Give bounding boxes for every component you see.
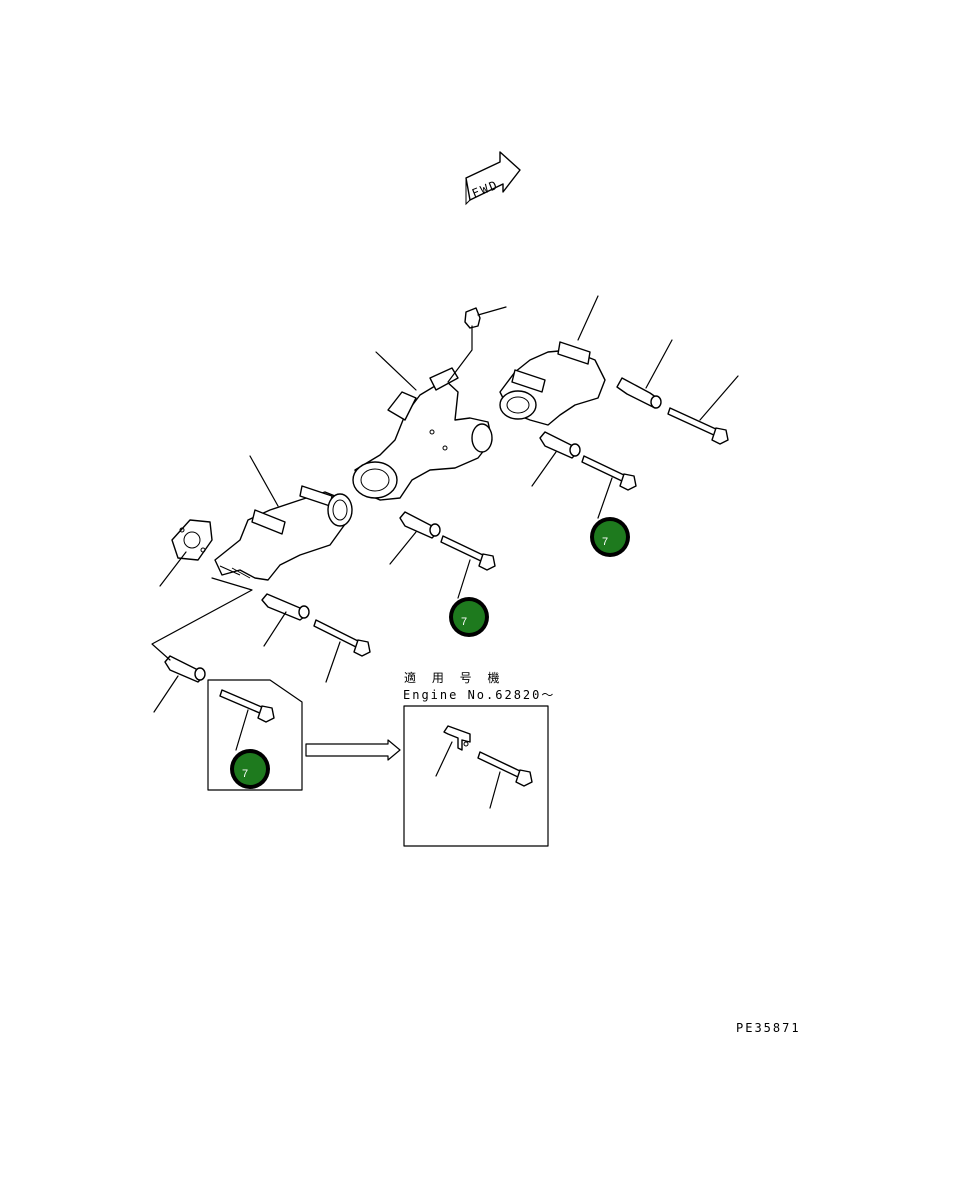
spacer-sleeve: [616, 377, 662, 409]
bolt: [219, 689, 275, 723]
drawing-code: PE35871: [736, 1021, 801, 1035]
bolt: [477, 751, 533, 787]
bolt: [581, 455, 637, 491]
badge-number: 7: [461, 616, 467, 628]
serial-note-engine: Engine No.62820～: [403, 688, 555, 702]
spacer-sleeve: [164, 655, 206, 683]
center-manifold: [352, 367, 493, 501]
spacer-sleeve: [399, 511, 441, 539]
bolt: [440, 535, 496, 571]
front-manifold: [214, 485, 353, 581]
detail-box-current: [207, 679, 303, 791]
spacer-sleeve: [261, 593, 310, 621]
plug-fitting: [447, 307, 481, 383]
reference-badge: 7: [230, 749, 270, 789]
badge-number: 7: [242, 768, 248, 780]
serial-note-title: 適 用 号 機: [404, 670, 505, 685]
detail-box-new: [403, 705, 549, 847]
bolt: [667, 407, 729, 445]
leader-lines: [151, 295, 739, 809]
rear-manifold: [499, 341, 606, 426]
bolt: [313, 619, 371, 657]
reference-badge: 7: [449, 597, 489, 637]
change-arrow-icon: [305, 739, 401, 761]
bracket: [443, 725, 471, 751]
fwd-arrow-icon: FWD: [465, 151, 521, 206]
front-gasket: [171, 519, 213, 561]
badge-number: 7: [602, 536, 608, 548]
spacer-sleeve: [539, 431, 581, 459]
reference-badge: 7: [590, 517, 630, 557]
